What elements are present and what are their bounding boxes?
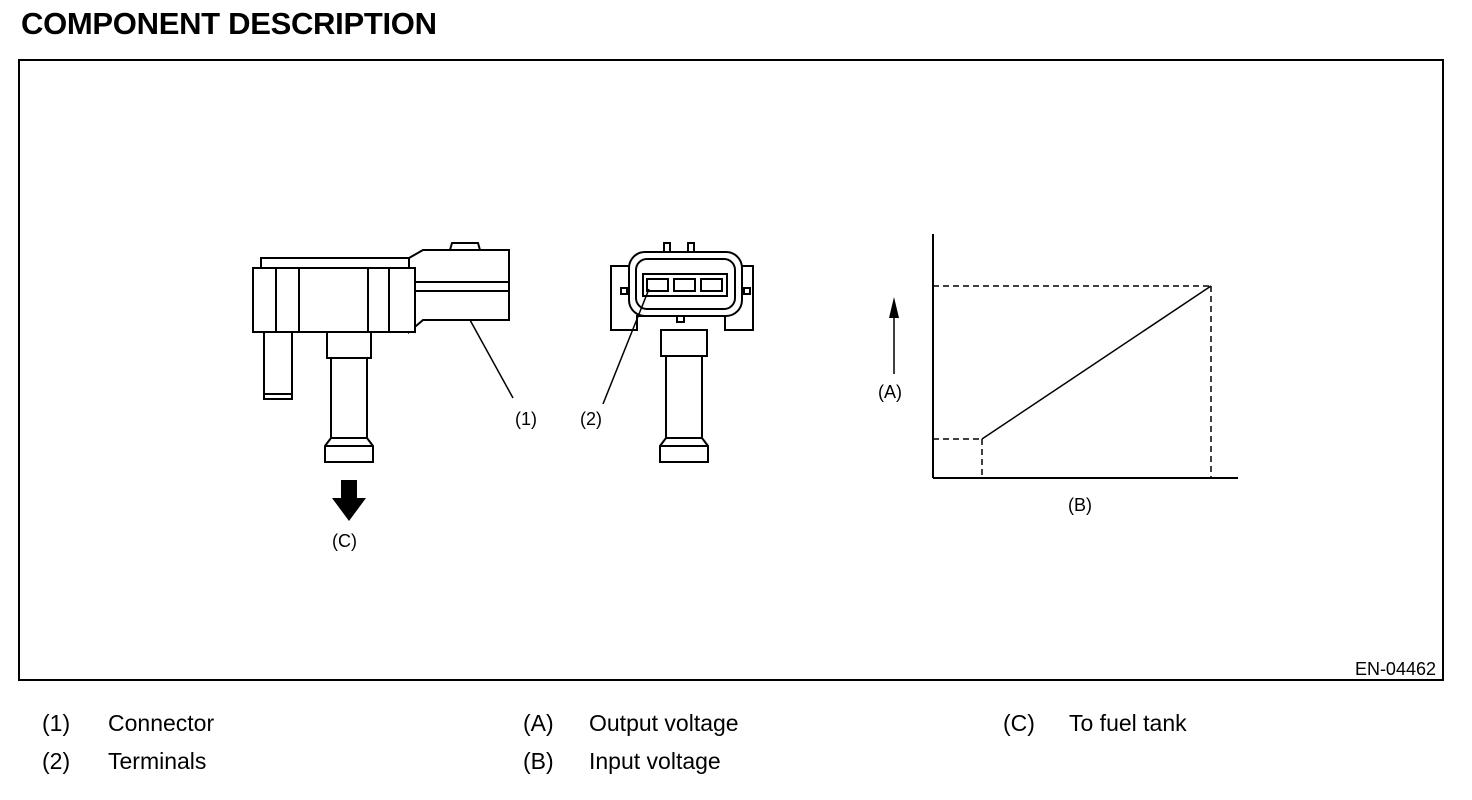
graph-characteristic-line <box>981 285 1212 440</box>
sensor-side-view <box>252 242 510 463</box>
legend-key: (C) <box>1003 710 1035 736</box>
figure-code: EN-04462 <box>1355 659 1436 679</box>
legend-key: (2) <box>42 748 71 774</box>
connector-callout: (1) <box>515 409 537 429</box>
fuel-tank-callout: (C) <box>332 531 357 551</box>
terminals-callout: (2) <box>580 409 602 429</box>
terminals-leader <box>602 288 650 405</box>
voltage-graph: (A) (B) <box>878 234 1238 515</box>
legend-text: Input voltage <box>589 748 721 774</box>
legend-text: Output voltage <box>589 710 739 736</box>
legend-text: Connector <box>108 710 215 736</box>
sensor-front-view <box>610 242 754 463</box>
legend-text: To fuel tank <box>1069 710 1187 736</box>
figure-frame <box>18 59 1444 681</box>
legend-key: (A) <box>523 710 554 736</box>
legend-text: Terminals <box>108 748 207 774</box>
output-axis-callout: (A) <box>878 382 902 402</box>
connector-leader <box>469 319 514 399</box>
page-title: COMPONENT DESCRIPTION <box>21 6 437 41</box>
legend-key: (1) <box>42 710 71 736</box>
fuel-tank-arrow-icon <box>332 480 366 521</box>
legend-key: (B) <box>523 748 554 774</box>
input-axis-callout: (B) <box>1068 495 1092 515</box>
output-axis-arrow-icon <box>889 297 899 318</box>
